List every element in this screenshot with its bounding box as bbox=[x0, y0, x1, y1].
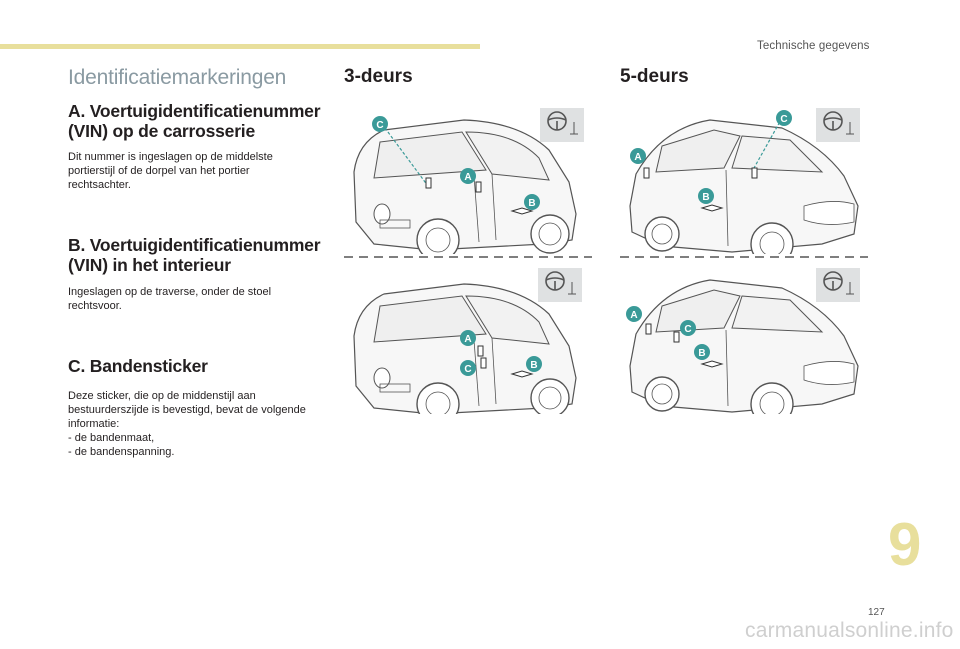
marker-b-label: B bbox=[702, 192, 709, 203]
marker-c-label: C bbox=[780, 114, 787, 125]
section-a-body-line3: rechtsachter. bbox=[68, 179, 131, 191]
section-b-body: Ingeslagen op de traverse, onder de stoe… bbox=[68, 285, 330, 313]
page-number: 127 bbox=[868, 607, 885, 618]
marker-a-label: A bbox=[630, 310, 637, 321]
three-door-heading: 3-deurs bbox=[344, 66, 413, 87]
header-accent-bar bbox=[0, 44, 480, 49]
section-b-title-line2: (VIN) in het interieur bbox=[68, 255, 231, 275]
section-c-title-line1: C. Bandensticker bbox=[68, 356, 208, 376]
section-a-body-line2: portierstijl of de dorpel van het portie… bbox=[68, 165, 250, 177]
section-c-body-line3: informatie: bbox=[68, 418, 120, 430]
five-door-car-front-view: C A B bbox=[629, 107, 861, 254]
marker-c-label: C bbox=[684, 324, 691, 335]
section-b-title-line1: B. Voertuigidentificatienummer bbox=[68, 235, 321, 255]
three-door-figure-top: C A B bbox=[344, 104, 594, 254]
section-a-title: A. Voertuigidentificatienummer (VIN) op … bbox=[68, 101, 338, 141]
section-c-list-item-1: - de bandenmaat, bbox=[68, 432, 155, 444]
marker-c-label: C bbox=[464, 364, 471, 375]
chapter-number: 9 bbox=[888, 511, 922, 578]
marker-a-label: A bbox=[634, 152, 641, 163]
marker-b-label: B bbox=[528, 198, 535, 209]
five-door-heading: 5-deurs bbox=[620, 66, 689, 87]
section-b-body-line1: Ingeslagen op de traverse, onder de stoe… bbox=[68, 286, 272, 298]
three-door-car-rear-view: C A B bbox=[353, 107, 585, 254]
section-c-title: C. Bandensticker bbox=[68, 356, 338, 376]
marker-b-label: B bbox=[530, 360, 537, 371]
marker-c-label: C bbox=[376, 120, 383, 131]
section-a-title-line1: A. Voertuigidentificatienummer bbox=[68, 101, 321, 121]
section-a-title-line2: (VIN) op de carrosserie bbox=[68, 121, 255, 141]
marker-b-label: B bbox=[698, 348, 705, 359]
chapter-title: Technische gegevens bbox=[757, 40, 870, 52]
section-c-body-line1: Deze sticker, die op de middenstijl aan bbox=[68, 390, 256, 402]
five-door-divider bbox=[620, 256, 868, 258]
section-a-body: Dit nummer is ingeslagen op de middelste… bbox=[68, 150, 330, 192]
three-door-car-side-view: A B C bbox=[353, 267, 583, 414]
section-a-body-line1: Dit nummer is ingeslagen op de middelste bbox=[68, 151, 273, 163]
five-door-figure-bottom: A C B bbox=[620, 264, 870, 414]
section-b-title: B. Voertuigidentificatienummer (VIN) in … bbox=[68, 235, 338, 275]
three-door-divider bbox=[344, 256, 592, 258]
marker-a-label: A bbox=[464, 172, 471, 183]
section-c-body: Deze sticker, die op de middenstijl aan … bbox=[68, 389, 330, 459]
five-door-figure-top: C A B bbox=[620, 104, 870, 254]
five-door-car-side-view: A C B bbox=[626, 267, 861, 414]
section-c-body-line2: bestuurderszijde is bevestigd, bevat de … bbox=[68, 404, 306, 416]
section-b-body-line2: rechtsvoor. bbox=[68, 300, 122, 312]
marker-a-label: A bbox=[464, 334, 471, 345]
three-door-figure-bottom: A B C bbox=[344, 264, 594, 414]
watermark: carmanualsonline.info bbox=[745, 619, 954, 642]
section-c-list-item-2: - de bandenspanning. bbox=[68, 446, 175, 458]
page-title: Identificatiemarkeringen bbox=[68, 66, 287, 89]
